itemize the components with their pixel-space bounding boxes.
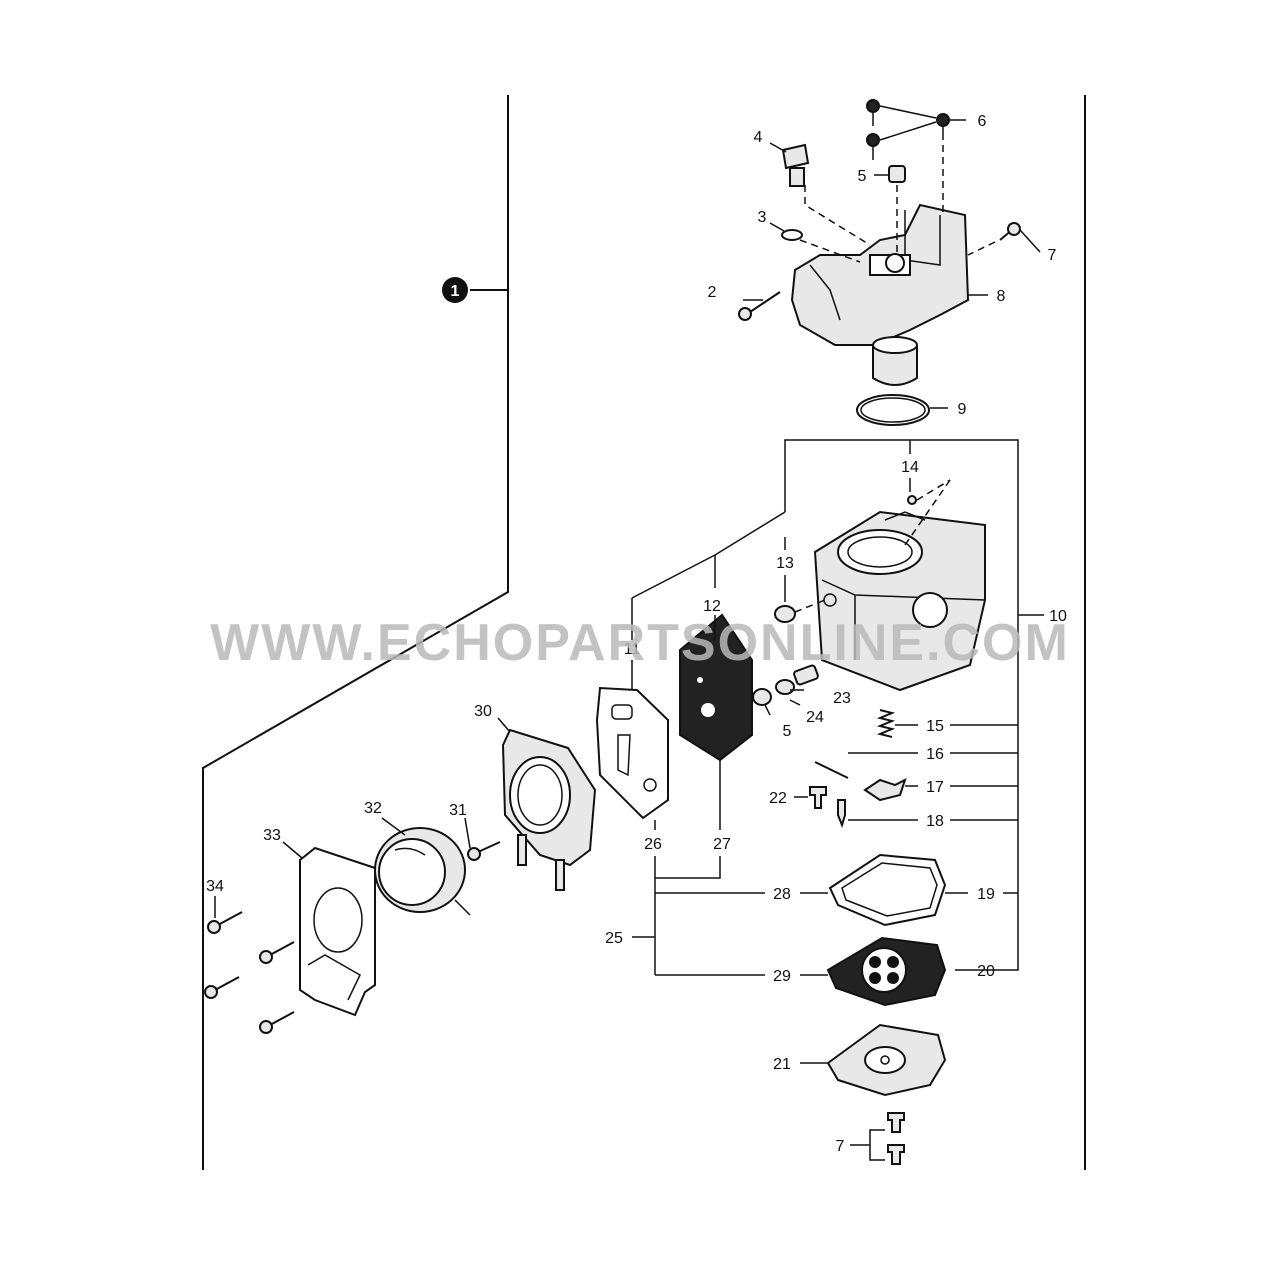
callout-26: 26 — [644, 836, 662, 853]
assembly-marker: 1 — [442, 277, 468, 303]
screw-31-part — [467, 841, 501, 861]
callout-2: 2 — [708, 284, 717, 301]
cap-5-part — [888, 165, 906, 183]
callout-27: 27 — [713, 836, 731, 853]
watermark-text: WWW.ECHOPARTSONLINE.COM — [210, 614, 1070, 672]
callout-11: 11 — [624, 641, 641, 658]
callout-22: 22 — [769, 790, 787, 807]
callout-4: 4 — [754, 129, 763, 146]
o-ring-part — [856, 394, 930, 426]
pump-cover-30-part — [501, 728, 597, 891]
callout-20: 20 — [977, 963, 995, 980]
callout-28: 28 — [773, 886, 791, 903]
callout-7-bottom: 7 — [836, 1138, 845, 1155]
callout-10: 10 — [1049, 608, 1067, 625]
lever-4-part — [781, 143, 810, 187]
callout-15: 15 — [926, 718, 944, 735]
clip-3-part — [781, 229, 803, 241]
callout-23: 23 — [833, 690, 851, 707]
screw-7-top-part — [999, 222, 1021, 241]
screws-6-part — [866, 99, 950, 160]
callout-29: 29 — [773, 968, 791, 985]
callout-5-lower: 5 — [783, 723, 792, 740]
top-dashed-leaders — [799, 145, 996, 263]
cover-21-part — [826, 1023, 947, 1097]
carburetor-body-part — [813, 479, 986, 692]
jet-13-part — [774, 599, 826, 623]
pin-16-part — [814, 761, 849, 779]
frame-lines — [202, 95, 1086, 1170]
callout-8: 8 — [997, 288, 1006, 305]
callout-32: 32 — [364, 800, 382, 817]
lever-17-part — [863, 778, 907, 802]
callout-24: 24 — [806, 709, 824, 726]
callout-31: 31 — [449, 802, 467, 819]
callout-25: 25 — [605, 930, 623, 947]
callout-12: 12 — [703, 598, 721, 615]
gasket-19-part — [828, 853, 947, 927]
callout-6: 6 — [978, 113, 987, 130]
callout-18: 18 — [926, 813, 944, 830]
callout-19: 19 — [977, 886, 995, 903]
callout-30: 30 — [474, 703, 492, 720]
callout-16: 16 — [926, 746, 944, 763]
callout-3: 3 — [758, 209, 767, 226]
callout-21: 21 — [773, 1056, 791, 1073]
callout-9: 9 — [958, 401, 967, 418]
callout-14: 14 — [901, 459, 919, 476]
callout-5: 5 — [858, 168, 867, 185]
callout-7-top: 7 — [1048, 247, 1057, 264]
screws-34-part — [204, 911, 295, 1034]
diaphragm-27-part — [679, 613, 753, 762]
spring-15-part — [876, 709, 896, 738]
screws-7-bottom-part — [887, 1112, 905, 1165]
needle-18-part — [837, 799, 846, 829]
bracket-33-part — [299, 846, 376, 1017]
callout-33: 33 — [263, 827, 281, 844]
diaphragm-20-part — [826, 936, 947, 1007]
leader-lines — [214, 105, 1044, 1161]
callout-34: 34 — [206, 878, 224, 895]
callout-17: 17 — [926, 779, 944, 796]
callout-labels: 2 3 4 5 6 7 8 9 10 11 12 13 14 15 16 17 … — [206, 113, 1067, 1155]
gasket-26-part — [595, 686, 669, 820]
assembly-number: 1 — [451, 283, 460, 300]
screw-2-part — [738, 291, 781, 321]
needles-23-24-part — [752, 664, 819, 706]
primer-bulb-32-part — [374, 827, 466, 913]
throttle-housing-part — [790, 203, 970, 386]
screw-22-part — [809, 786, 827, 809]
callout-13: 13 — [776, 555, 794, 572]
